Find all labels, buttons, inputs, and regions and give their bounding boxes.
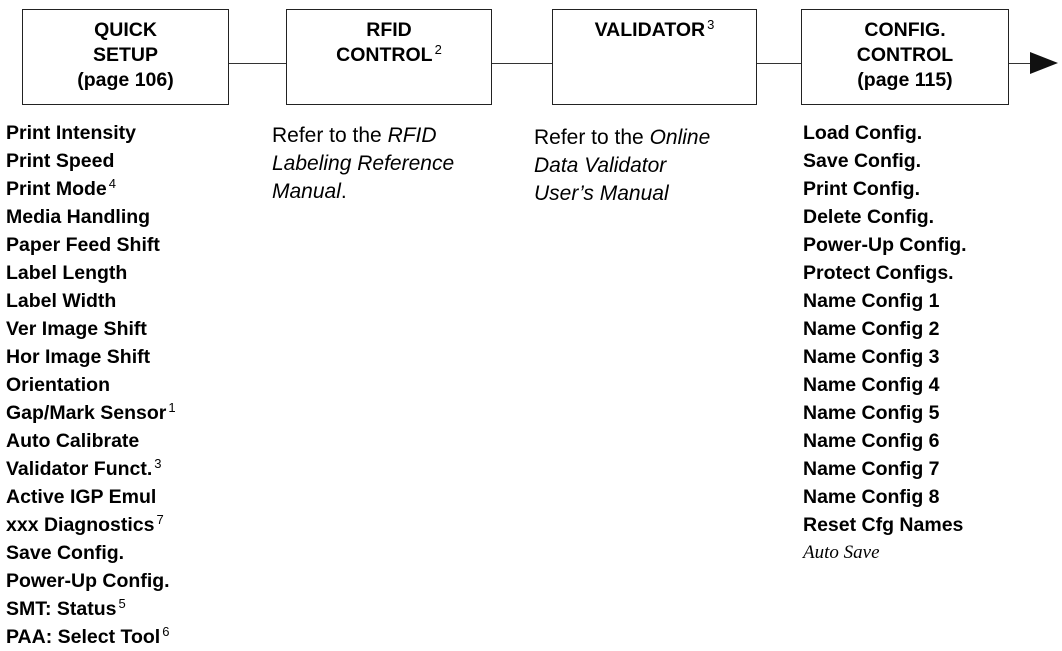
box-quick-setup-line1: QUICK [94, 19, 157, 41]
validator-ref-title-2: Data Validator [534, 154, 667, 177]
footnote-ref: 4 [108, 176, 116, 191]
config-control-item: Reset Cfg Names [803, 514, 964, 536]
quick-setup-item-label: Active IGP Emul [6, 486, 157, 508]
rfid-ref-title-1: RFID [387, 124, 437, 147]
rfid-ref-title-2: Labeling Reference [272, 152, 455, 175]
footnote-ref: 3 [707, 17, 715, 32]
quick-setup-item-label: Orientation [6, 374, 111, 396]
quick-setup-item-label: Auto Calibrate [6, 430, 140, 452]
config-control-item: Load Config. [803, 122, 923, 144]
quick-setup-item-label: Paper Feed Shift [6, 234, 160, 256]
quick-setup-item: Auto Calibrate [6, 427, 176, 455]
quick-setup-item: Save Config. [6, 539, 176, 567]
quick-setup-item-label: Hor Image Shift [6, 346, 151, 368]
config-control-item: Name Config 3 [803, 346, 940, 368]
quick-setup-item-label: Print Speed [6, 150, 115, 172]
footnote-ref: 1 [168, 400, 176, 415]
config-control-item: Name Config 7 [803, 458, 940, 480]
config-control-item: Delete Config. [803, 206, 935, 228]
box-validator-line1: VALIDATOR [594, 19, 706, 41]
box-quick-setup: QUICK SETUP (page 106) [22, 9, 229, 105]
rfid-reference-text: Refer to the RFID Labeling Reference Man… [272, 122, 454, 206]
config-control-footer: Auto Save [803, 542, 880, 563]
validator-ref-title-3: User’s Manual [534, 182, 669, 205]
config-control-item: Name Config 1 [803, 290, 940, 312]
box-config-control: CONFIG. CONTROL (page 115) [801, 9, 1009, 105]
validator-reference-text: Refer to the Online Data Validator User’… [534, 124, 710, 208]
quick-setup-item-label: Label Length [6, 262, 128, 284]
quick-setup-item-label: xxx Diagnostics [6, 514, 155, 536]
footnote-ref: 5 [118, 596, 126, 611]
rfid-ref-title-3: Manual [272, 180, 341, 203]
quick-setup-item: Power-Up Config. [6, 567, 176, 595]
quick-setup-item-label: Validator Funct. [6, 458, 153, 480]
connector-line-4 [1008, 63, 1032, 64]
quick-setup-item: Orientation [6, 371, 176, 399]
quick-setup-item: Validator Funct.3 [6, 455, 176, 483]
box-config-control-page: (page 115) [857, 69, 953, 91]
config-control-item: Save Config. [803, 150, 922, 172]
quick-setup-item-label: Print Mode [6, 178, 107, 200]
box-config-control-line2: CONTROL [856, 44, 954, 66]
footnote-ref: 2 [434, 42, 442, 57]
quick-setup-item: Label Length [6, 259, 176, 287]
quick-setup-item-label: Print Intensity [6, 122, 137, 144]
footnote-ref: 3 [154, 456, 162, 471]
box-quick-setup-page: (page 106) [77, 69, 174, 91]
config-control-item: Name Config 8 [803, 486, 940, 508]
quick-setup-item: Label Width [6, 287, 176, 315]
quick-setup-item: Active IGP Emul [6, 483, 176, 511]
arrow-right-icon [1030, 52, 1058, 74]
quick-setup-item-label: Save Config. [6, 542, 125, 564]
config-control-item: Name Config 6 [803, 430, 940, 452]
quick-setup-item: Hor Image Shift [6, 343, 176, 371]
connector-line-2 [491, 63, 553, 64]
connector-line-1 [228, 63, 287, 64]
rfid-ref-prefix: Refer to the [272, 124, 388, 147]
quick-setup-item-label: Power-Up Config. [6, 570, 170, 592]
quick-setup-item: Paper Feed Shift [6, 231, 176, 259]
rfid-ref-suffix: . [340, 180, 347, 203]
config-control-item: Name Config 5 [803, 402, 940, 424]
footnote-ref: 6 [162, 624, 170, 639]
quick-setup-item-label: SMT: Status [6, 598, 117, 620]
quick-setup-item-label: Gap/Mark Sensor [6, 402, 167, 424]
quick-setup-item-label: Media Handling [6, 206, 151, 228]
config-control-item: Power-Up Config. [803, 234, 967, 256]
config-control-item: Protect Configs. [803, 262, 954, 284]
config-control-item: Name Config 2 [803, 318, 940, 340]
box-config-control-line1: CONFIG. [864, 19, 946, 41]
quick-setup-item-label: Label Width [6, 290, 117, 312]
footnote-ref: 7 [156, 512, 164, 527]
validator-ref-prefix: Refer to the [534, 126, 650, 149]
quick-setup-item: Media Handling [6, 203, 176, 231]
config-control-menu-list: Load Config. Save Config. Print Config. Del… [803, 119, 967, 567]
quick-setup-item: Ver Image Shift [6, 315, 176, 343]
connector-line-3 [756, 63, 802, 64]
box-rfid-control-line1: RFID [366, 19, 412, 41]
quick-setup-item-label: PAA: Select Tool [6, 626, 161, 648]
config-control-item: Name Config 4 [803, 374, 940, 396]
box-rfid-control-line2: CONTROL [336, 44, 433, 66]
quick-setup-item: Print Speed [6, 147, 176, 175]
validator-ref-title-1: Online [649, 126, 711, 149]
box-quick-setup-line2: SETUP [92, 44, 158, 66]
quick-setup-item: Print Intensity [6, 119, 176, 147]
config-control-item: Print Config. [803, 178, 920, 200]
quick-setup-item-label: Ver Image Shift [6, 318, 147, 340]
